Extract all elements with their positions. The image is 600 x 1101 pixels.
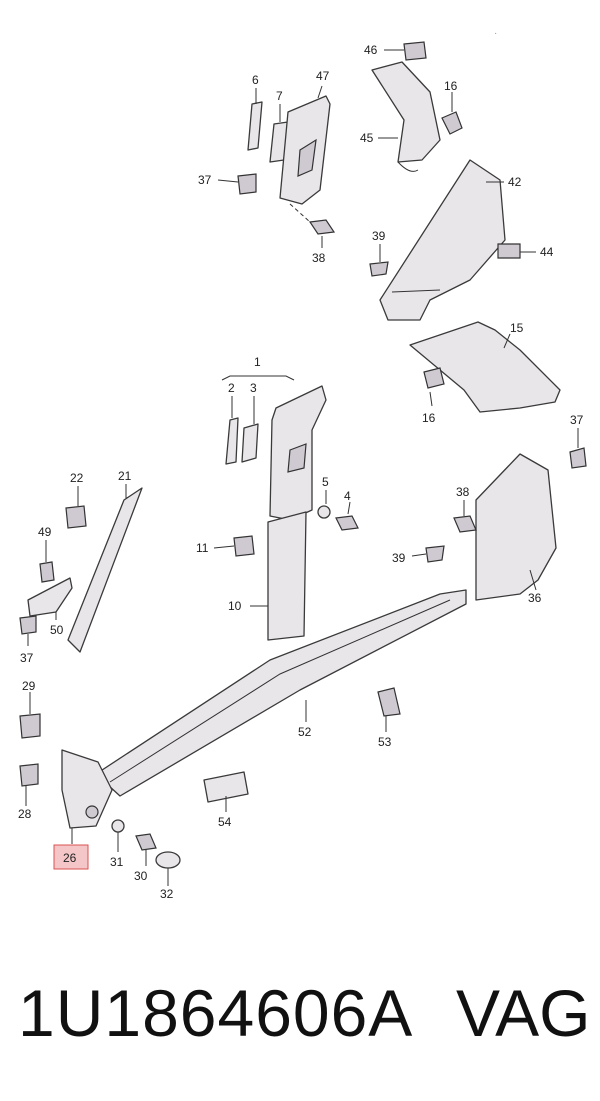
callout-16: 16 xyxy=(444,79,458,93)
callout-6: 6 xyxy=(252,73,259,87)
callout-42: 42 xyxy=(508,175,522,189)
highlight-box xyxy=(53,844,89,870)
part-36-trim xyxy=(475,453,557,601)
callout-26: 26 xyxy=(63,851,77,865)
part-50-bracket xyxy=(27,577,73,617)
callout-53: 53 xyxy=(378,735,392,749)
part-38-screw-right xyxy=(453,515,477,533)
callout-52: 52 xyxy=(298,725,312,739)
callout-44: 44 xyxy=(540,245,554,259)
part-21-trim xyxy=(67,487,143,653)
callout-10: 10 xyxy=(228,599,242,613)
part-37-clip-left xyxy=(19,615,37,635)
part-37-clip-right xyxy=(569,447,587,469)
part-39-clip-top xyxy=(369,261,389,277)
part-42-trim xyxy=(379,159,506,321)
part-44-clip xyxy=(497,243,521,259)
callout-37: 37 xyxy=(570,413,584,427)
part-46-clip xyxy=(403,41,427,61)
part-15-trim xyxy=(409,321,561,413)
callout-45: 45 xyxy=(360,131,374,145)
part-3-seal xyxy=(241,423,259,463)
part-31-washer xyxy=(111,819,125,833)
callout-15: 15 xyxy=(510,321,524,335)
callout-39: 39 xyxy=(372,229,386,243)
callout-54: 54 xyxy=(218,815,232,829)
part-16-clip-top xyxy=(441,111,463,135)
part-5-washer xyxy=(317,505,331,519)
callout-7: 7 xyxy=(276,89,283,103)
brand-label: VAG xyxy=(456,976,591,1050)
callout-16: 16 xyxy=(422,411,436,425)
callout-4: 4 xyxy=(344,489,351,503)
part-32-cap xyxy=(155,851,181,869)
callout-11: 11 xyxy=(196,541,209,555)
callout-21: 21 xyxy=(118,469,132,483)
part-49-screw xyxy=(39,561,55,583)
part-54-clip xyxy=(203,771,249,803)
callout-3: 3 xyxy=(250,381,257,395)
part-30-screw xyxy=(135,833,157,851)
callout-49: 49 xyxy=(38,525,52,539)
callout-2: 2 xyxy=(228,381,235,395)
callout-labels: 46 16 45 42 39 44 15 16 6 7 47 37 38 1 2… xyxy=(18,43,584,901)
part-52-sill xyxy=(95,589,467,797)
callout-39: 39 xyxy=(392,551,406,565)
callout-46: 46 xyxy=(364,43,378,57)
part-2-strip xyxy=(225,417,239,465)
part-26-end-cap xyxy=(61,749,113,829)
callout-32: 32 xyxy=(160,887,174,901)
part-10-trim xyxy=(267,511,307,641)
part-22-clip xyxy=(65,505,87,529)
part-b-pillar-upper xyxy=(269,385,327,521)
callout-1: 1 xyxy=(254,355,261,369)
part-4-screw xyxy=(335,515,359,531)
callout-22: 22 xyxy=(70,471,84,485)
callout-5: 5 xyxy=(322,475,329,489)
callout-36: 36 xyxy=(528,591,542,605)
callout-38: 38 xyxy=(456,485,470,499)
leader-lines xyxy=(25,49,579,886)
callout-47: 47 xyxy=(316,69,330,83)
callout-50: 50 xyxy=(50,623,64,637)
part-45-trim xyxy=(371,61,441,172)
part-number: 1U1864606A xyxy=(18,976,414,1050)
callout-31: 31 xyxy=(110,855,124,869)
part-47-trim xyxy=(279,95,331,205)
callout-37: 37 xyxy=(20,651,34,665)
part-11-clip xyxy=(233,535,255,557)
callout-28: 28 xyxy=(18,807,32,821)
part-37-clip-top xyxy=(237,173,257,195)
callout-29: 29 xyxy=(22,679,36,693)
callout-37: 37 xyxy=(198,173,212,187)
part-1-bracket xyxy=(221,375,295,381)
part-29-clip xyxy=(19,713,41,739)
scan-mark: · xyxy=(494,28,498,39)
part-6-strip xyxy=(247,101,263,151)
part-28-clip xyxy=(19,763,39,787)
callout-30: 30 xyxy=(134,869,148,883)
parts-diagram: 46 16 45 42 39 44 15 16 6 7 47 37 38 1 2… xyxy=(18,41,587,901)
part-39-clip-right xyxy=(425,545,445,563)
part-38-screw-top xyxy=(289,203,336,235)
part-16-clip-mid xyxy=(423,367,445,389)
part-53-clip xyxy=(377,687,401,717)
callout-38: 38 xyxy=(312,251,326,265)
